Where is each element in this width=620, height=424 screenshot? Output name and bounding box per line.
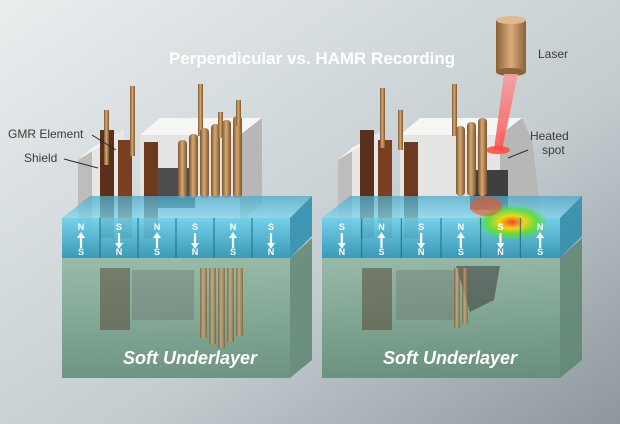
laser bbox=[486, 16, 526, 154]
left-underlayer-label: Soft Underlayer bbox=[123, 348, 258, 368]
right-panel: S N N S S N N S S N N S Soft Underlayer bbox=[322, 16, 582, 378]
left-bit-arrowhead bbox=[191, 243, 199, 249]
left-bit-top-pole: S bbox=[192, 222, 198, 232]
heated-spot-label-line1: Heated bbox=[530, 129, 569, 143]
right-bit-arrowhead bbox=[377, 232, 386, 238]
left-bit-bottom-pole: S bbox=[78, 247, 84, 257]
right-coil bbox=[456, 118, 487, 196]
right-bit-bottom-pole: S bbox=[378, 247, 384, 257]
left-panel: N S S N N S S N N S S N Soft Underlayer bbox=[62, 84, 312, 378]
left-bit-bottom-pole: S bbox=[230, 247, 236, 257]
left-bit-bottom-pole: N bbox=[116, 247, 123, 257]
right-bit-arrowhead bbox=[536, 232, 545, 238]
laser-label: Laser bbox=[538, 47, 568, 61]
laser-body bbox=[496, 20, 526, 72]
right-bit-top-pole: S bbox=[339, 222, 345, 232]
right-bit-bottom-pole: N bbox=[497, 247, 504, 257]
right-bit-top-pole: N bbox=[537, 222, 544, 232]
right-bit-top-pole: S bbox=[497, 222, 503, 232]
left-bit-row: N S S N N S S N N S S N bbox=[77, 218, 275, 258]
shield-callout-line bbox=[63, 158, 99, 169]
page-title: Perpendicular vs. HAMR Recording bbox=[169, 49, 455, 68]
right-bit-arrowhead bbox=[456, 232, 465, 238]
left-bit-arrowhead bbox=[153, 232, 161, 238]
left-bit-top-pole: S bbox=[268, 222, 274, 232]
right-bit-arrowhead bbox=[417, 243, 426, 249]
left-bit-bottom-pole: S bbox=[154, 247, 160, 257]
left-bit-top-pole: N bbox=[230, 222, 237, 232]
laser-beam bbox=[494, 74, 518, 150]
right-bit-bottom-pole: S bbox=[458, 247, 464, 257]
left-bit-arrowhead bbox=[267, 243, 275, 249]
gmr-callout-line bbox=[91, 134, 117, 151]
right-bit-arrowhead bbox=[496, 243, 505, 249]
left-bit-arrowhead bbox=[229, 232, 237, 238]
shield-label: Shield bbox=[24, 151, 57, 165]
gmr-element-label: GMR Element bbox=[8, 127, 84, 141]
left-bit-top-pole: S bbox=[116, 222, 122, 232]
right-bit-top-pole: N bbox=[458, 222, 465, 232]
heated-spot-label-line2: spot bbox=[542, 143, 565, 157]
left-bit-bottom-pole: N bbox=[268, 247, 275, 257]
left-bit-arrowhead bbox=[115, 243, 123, 249]
right-bit-bottom-pole: S bbox=[537, 247, 543, 257]
left-bit-top-pole: N bbox=[154, 222, 161, 232]
right-bit-bottom-pole: N bbox=[418, 247, 425, 257]
left-bit-arrowhead bbox=[77, 232, 85, 238]
left-coil bbox=[178, 100, 242, 198]
right-bit-top-pole: S bbox=[418, 222, 424, 232]
right-underlayer-label: Soft Underlayer bbox=[383, 348, 518, 368]
right-bit-arrowhead bbox=[337, 243, 346, 249]
right-bit-bottom-pole: N bbox=[339, 247, 346, 257]
right-bit-top-pole: N bbox=[378, 222, 385, 232]
right-bit-row: S N N S S N N S S N N S bbox=[337, 218, 545, 258]
left-bit-bottom-pole: N bbox=[192, 247, 199, 257]
heated-spot-callout-line bbox=[507, 149, 529, 159]
left-bit-top-pole: N bbox=[78, 222, 85, 232]
